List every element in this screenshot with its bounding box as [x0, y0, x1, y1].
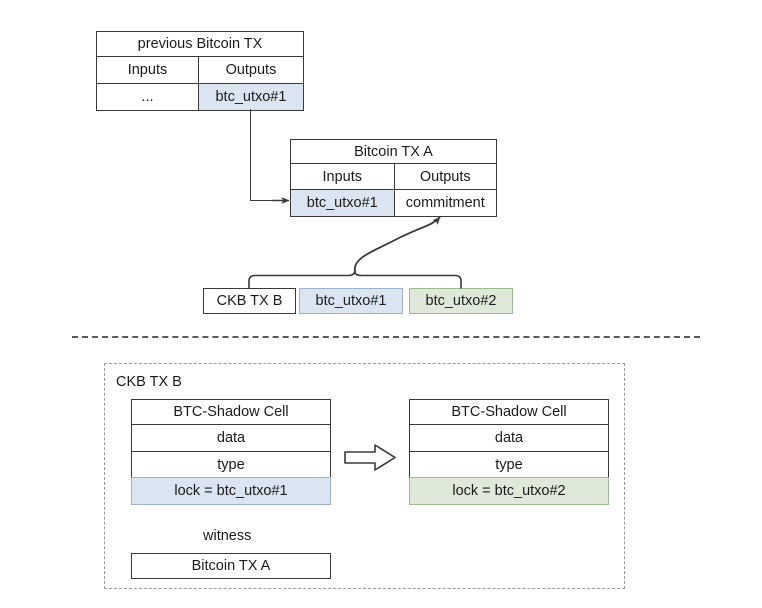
shadow-cell-output-data-row: data [410, 424, 608, 451]
shadow-cell-output-data: data [494, 430, 524, 446]
tx-a-col-outputs: Outputs [393, 164, 497, 189]
ckb-tx-b-container-title: CKB TX B [116, 374, 182, 390]
commitment-curved-arrow [354, 216, 441, 273]
prev-tx-col-inputs: Inputs [127, 62, 168, 78]
prev-tx-title-row: previous Bitcoin TX [97, 32, 303, 56]
shadow-cell-input-data: data [216, 430, 246, 446]
shadow-cell-output: BTC-Shadow Cell data type [409, 399, 609, 479]
prev-tx-input-value: ... [97, 84, 198, 110]
shadow-cell-output-type-row: type [410, 451, 608, 478]
prev-tx-col-outputs: Outputs [197, 57, 303, 83]
ckb-tx-b-input-utxo-box: btc_utxo#1 [299, 288, 403, 314]
witness-label: witness [203, 528, 252, 544]
ckb-tx-b-output-utxo-box: btc_utxo#2 [409, 288, 513, 314]
shadow-cell-input-type: type [217, 457, 245, 473]
bitcoin-tx-a-table: Bitcoin TX A Inputs Outputs btc_utxo#1 c… [290, 139, 497, 217]
shadow-cell-output-title: BTC-Shadow Cell [451, 404, 567, 420]
tx-a-col-inputs: Inputs [322, 168, 363, 185]
shadow-cell-output-title-row: BTC-Shadow Cell [410, 400, 608, 424]
prev-tx-header-row: Inputs Outputs [97, 56, 303, 83]
shadow-cell-output-lock: lock = btc_utxo#2 [409, 477, 609, 505]
prev-tx-output-value: btc_utxo#1 [197, 84, 303, 110]
shadow-cell-input-lock: lock = btc_utxo#1 [131, 477, 331, 505]
shadow-cell-input-title: BTC-Shadow Cell [173, 404, 289, 420]
ckb-row-brace [248, 269, 462, 289]
tx-a-input-value: btc_utxo#1 [291, 190, 394, 216]
shadow-cell-input-type-row: type [132, 451, 330, 478]
shadow-cell-input-data-row: data [132, 424, 330, 451]
witness-source-box: Bitcoin TX A [131, 553, 331, 579]
prev-tx-title: previous Bitcoin TX [137, 36, 263, 52]
prev-tx-value-row: ... btc_utxo#1 [97, 83, 303, 110]
shadow-cell-input-title-row: BTC-Shadow Cell [132, 400, 330, 424]
ckb-tx-b-label-box: CKB TX B [203, 288, 296, 314]
connector-prev-to-txa-vertical [250, 109, 251, 201]
shadow-cell-input: BTC-Shadow Cell data type [131, 399, 331, 479]
section-separator [72, 336, 700, 338]
tx-a-title-row: Bitcoin TX A [291, 140, 496, 163]
tx-a-value-row: btc_utxo#1 commitment [291, 189, 496, 216]
previous-bitcoin-tx-table: previous Bitcoin TX Inputs Outputs ... b… [96, 31, 304, 111]
tx-a-title: Bitcoin TX A [354, 143, 433, 160]
tx-a-header-row: Inputs Outputs [291, 163, 496, 189]
shadow-cell-output-type: type [495, 457, 523, 473]
tx-a-output-value: commitment [393, 190, 496, 216]
connector-prev-to-txa-horizontal [250, 200, 287, 201]
